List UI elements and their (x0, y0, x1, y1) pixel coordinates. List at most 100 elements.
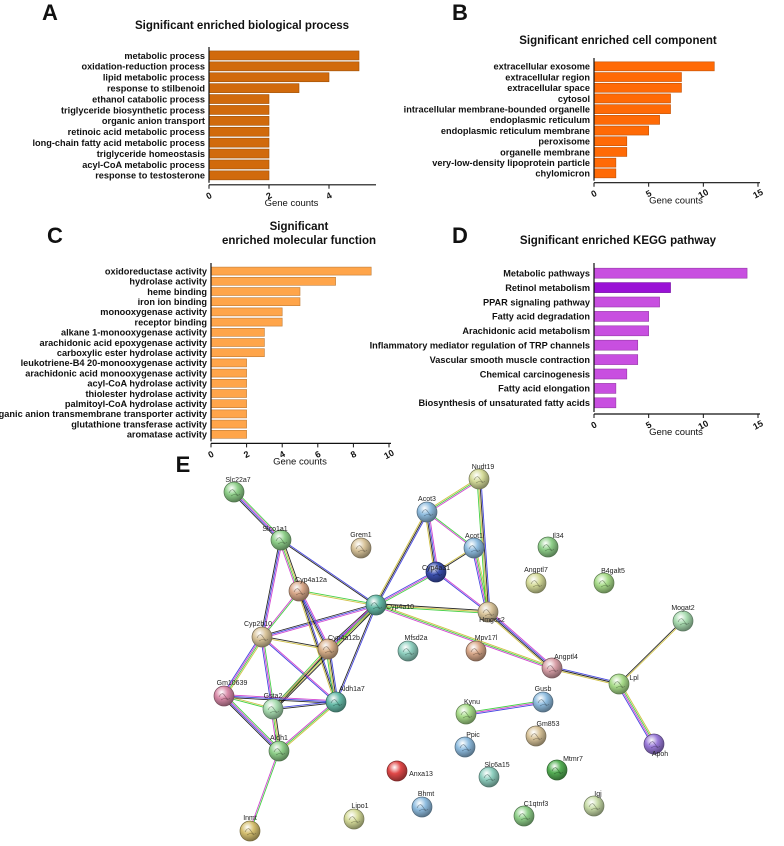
bar (593, 311, 649, 322)
network-node: Hmgcs2 (477, 601, 505, 624)
protein-node (397, 640, 419, 662)
x-tick-label: 2 (264, 190, 273, 201)
network-edge (260, 539, 281, 637)
bar (210, 287, 301, 296)
network-edge (488, 611, 553, 668)
network-edge (375, 604, 553, 669)
network-panel-e: ESlc22a7Slco1a1Grem1Acot3Nudt19Acot1Cyp4… (176, 452, 695, 842)
protein-node (477, 601, 499, 623)
node-label: Gm10639 (217, 680, 248, 687)
category-label: iron ion binding (138, 297, 207, 307)
category-label: Retinol metabolism (505, 283, 590, 293)
network-node: Ppic (454, 732, 480, 758)
protein-node (468, 468, 490, 490)
bar (208, 126, 270, 137)
bar (210, 297, 301, 307)
network-edge (273, 649, 330, 711)
network-edge (225, 637, 265, 698)
category-label: arachidonic acid epoxygenase activity (40, 338, 208, 348)
bar (593, 125, 649, 136)
x-tick-label: 4 (278, 449, 287, 460)
network-node: Cyp4a12b (317, 635, 360, 660)
network-edge (281, 539, 377, 605)
protein-node (239, 820, 261, 842)
category-label: carboxylic ester hydrolase activity (57, 348, 208, 358)
network-node: Apoh (643, 733, 668, 758)
network-edge (273, 702, 337, 711)
bar (593, 136, 628, 147)
x-tick-label: 6 (313, 449, 322, 460)
network-edge (261, 637, 328, 651)
bar (210, 368, 247, 378)
protein-structure-glyph (430, 569, 443, 577)
network-node: Cyp4a10 (365, 594, 414, 616)
node-label: Bhmt (418, 791, 434, 798)
bar (210, 399, 247, 409)
node-label: Cyp4a10 (386, 604, 414, 611)
protein-node (465, 640, 487, 662)
network-node: Slco1a1 (262, 526, 292, 551)
protein-node (537, 536, 559, 558)
protein-structure-glyph (348, 816, 361, 824)
category-label: alkane 1-monooxygenase activity (61, 328, 208, 338)
network-edge (262, 605, 377, 639)
category-label: Fatty acid elongation (498, 384, 590, 394)
network-node: Grem1 (350, 532, 372, 559)
category-label: acyl-CoA metabolic process (82, 160, 205, 170)
category-label: oxidation-reduction process (81, 62, 205, 72)
node-label: Slc22a7 (225, 477, 250, 484)
category-label: oxidoreductase activity (105, 266, 208, 276)
node-label: Kynu (464, 699, 480, 706)
node-label: Apoh (652, 751, 668, 758)
panel-label: B (452, 0, 468, 25)
protein-node (343, 808, 365, 830)
network-edge (225, 694, 281, 750)
network-edge (299, 589, 377, 605)
protein-node (425, 561, 447, 583)
network-edge (465, 701, 544, 715)
protein-node (608, 673, 630, 695)
network-edge (375, 571, 437, 606)
network-edge (435, 572, 488, 613)
bar (593, 267, 748, 279)
chart-title: Significant enriched biological process (135, 20, 349, 32)
protein-node (525, 725, 547, 747)
bar (593, 82, 682, 93)
network-edge (375, 511, 428, 606)
protein-structure-glyph (416, 804, 429, 812)
bar (593, 72, 682, 82)
protein-structure-glyph (267, 706, 280, 714)
protein-node (546, 759, 568, 781)
category-label: extracellular exosome (493, 62, 590, 72)
category-label: Chemical carcinogenesis (480, 369, 590, 379)
network-edge (224, 695, 280, 751)
network-node: Cyp4a31 (422, 561, 450, 583)
category-label: thiolester hydrolase activity (85, 389, 207, 399)
bar (210, 338, 265, 347)
bar (208, 50, 360, 61)
node-label: Gm853 (537, 721, 560, 728)
network-edge (223, 695, 337, 703)
network-edge (272, 700, 336, 709)
node-label: Inmt (243, 815, 257, 822)
bar (210, 266, 372, 276)
category-label: Biosynthesis of unsaturated fatty acids (418, 398, 590, 408)
x-tick-label: 0 (589, 419, 598, 430)
x-tick-label: 0 (589, 188, 598, 199)
protein-structure-glyph (293, 588, 306, 596)
protein-structure-glyph (677, 618, 690, 626)
category-label: lipid metabolic process (103, 73, 205, 83)
bar (593, 339, 639, 351)
category-label: retinoic acid metabolic process (68, 127, 205, 137)
node-label: Aldh1 (270, 735, 288, 742)
protein-structure-glyph (218, 693, 231, 701)
network-edge (233, 492, 281, 541)
network-node: Mogat2 (671, 605, 695, 632)
bar (208, 83, 300, 93)
protein-structure-glyph (228, 489, 241, 497)
network-node: Mpv17l (465, 635, 498, 662)
protein-structure-glyph (273, 748, 286, 756)
network-edge (471, 548, 487, 613)
